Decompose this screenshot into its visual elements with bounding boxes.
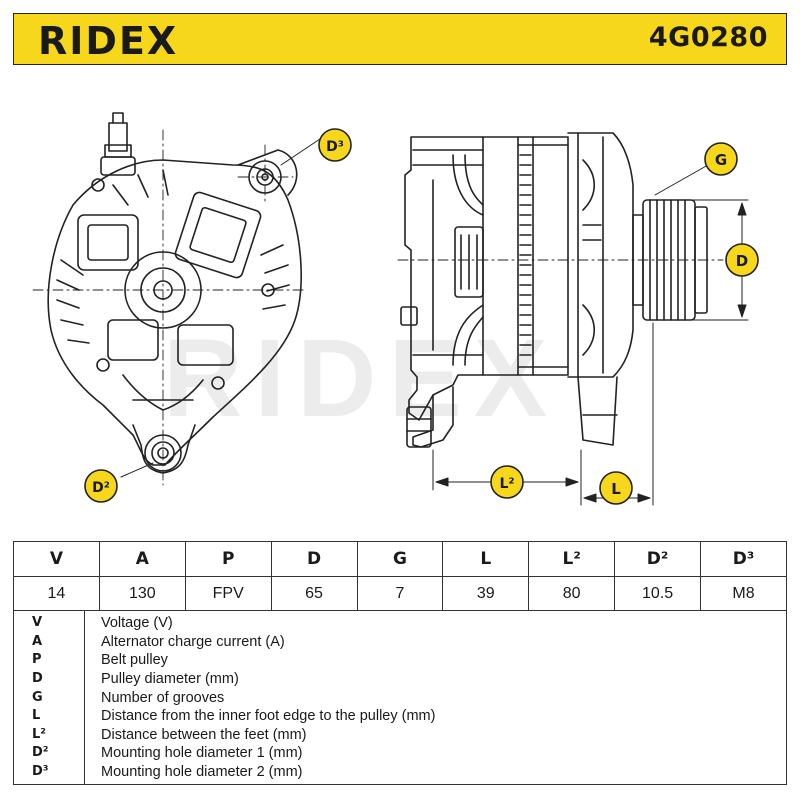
spec-header-l2: L² [528, 541, 616, 577]
callout-d: D [725, 243, 759, 277]
spec-value-a: 130 [98, 576, 186, 611]
legend-symbol: L² [13, 725, 85, 745]
spec-value-row: 14 130 FPV 65 7 39 80 10.5 M8 [13, 576, 787, 611]
legend-symbol: A [13, 632, 85, 652]
legend-description: Alternator charge current (A) [84, 632, 787, 652]
alternator-side-view [400, 132, 708, 448]
spec-header-l: L [442, 541, 530, 577]
legend-description: Voltage (V) [84, 611, 787, 633]
svg-text:L: L [611, 480, 621, 498]
svg-text:D: D [736, 252, 748, 270]
callout-d2: D² [84, 469, 118, 503]
legend-description: Distance between the feet (mm) [84, 725, 787, 745]
legend-description: Distance from the inner foot edge to the… [84, 706, 787, 726]
legend-description: Pulley diameter (mm) [84, 669, 787, 689]
callout-l2: L² [490, 465, 524, 499]
spec-header-d3: D³ [700, 541, 787, 577]
svg-text:G: G [715, 151, 727, 169]
spec-value-d3: M8 [700, 576, 787, 611]
ridex-logo: RIDEX [38, 23, 178, 59]
dimension-lines [120, 136, 749, 506]
svg-text:L²: L² [499, 476, 514, 492]
legend-symbol: D [13, 669, 85, 689]
legend-symbol: G [13, 688, 85, 707]
callout-d3: D³ [318, 128, 352, 162]
spec-header-a: A [98, 541, 186, 577]
legend-description: Belt pulley [84, 651, 787, 670]
spec-value-p: FPV [184, 576, 272, 611]
legend-description: Number of grooves [84, 688, 787, 707]
spec-header-d: D [270, 541, 358, 577]
spec-header-v: V [13, 541, 100, 577]
spec-header-g: G [356, 541, 444, 577]
legend-symbol: D² [13, 744, 85, 763]
callout-g: G [704, 142, 738, 176]
callout-l: L [599, 471, 633, 505]
spec-value-l: 39 [442, 576, 530, 611]
svg-text:D²: D² [92, 480, 110, 496]
spec-header-row: V A P D G L L² D² D³ [13, 541, 787, 577]
spec-value-v: 14 [13, 576, 100, 611]
spec-value-d2: 10.5 [614, 576, 701, 611]
legend-symbol: P [13, 651, 85, 670]
legend-description: Mounting hole diameter 2 (mm) [84, 762, 787, 786]
technical-drawing: RIDEX [13, 65, 787, 540]
svg-text:RIDEX: RIDEX [38, 23, 178, 59]
spec-value-d: 65 [270, 576, 358, 611]
legend-symbol: V [13, 611, 85, 633]
spec-table: V A P D G L L² D² D³ 14 130 FPV 65 7 39 … [13, 541, 787, 611]
alternator-front-view [47, 112, 302, 474]
legend-symbol: L [13, 706, 85, 726]
center-lines-front [32, 129, 304, 486]
spec-header-d2: D² [614, 541, 701, 577]
header-bar: RIDEX 4G0280 [13, 13, 787, 65]
svg-text:D³: D³ [326, 139, 344, 155]
spec-value-l2: 80 [528, 576, 616, 611]
spec-header-p: P [184, 541, 272, 577]
part-number: 4G0280 [648, 22, 768, 53]
legend-description: Mounting hole diameter 1 (mm) [84, 744, 787, 763]
spec-value-g: 7 [356, 576, 444, 611]
legend-symbol: D³ [13, 762, 85, 786]
